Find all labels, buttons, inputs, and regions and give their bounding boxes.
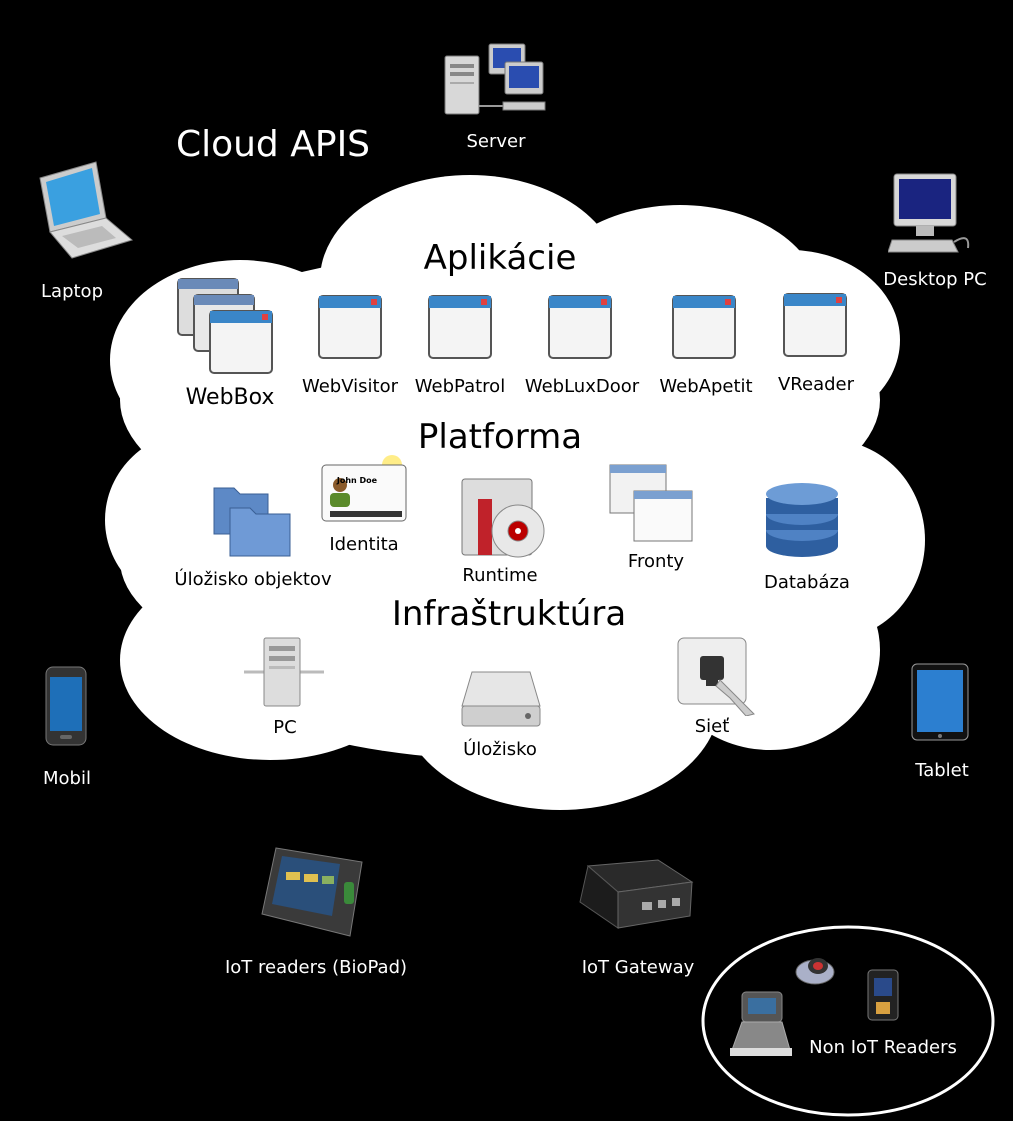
- server-label: Server: [466, 131, 526, 152]
- iot-readers-label: IoT readers (BioPad): [224, 957, 408, 978]
- server-icon: [444, 43, 546, 115]
- identity-card-name: John Doe: [336, 476, 378, 485]
- vreader-icon: [783, 293, 847, 357]
- laptop-icon: [39, 161, 134, 259]
- app-vreader: VReader: [777, 374, 855, 395]
- app-webluxdoor: WebLuxDoor: [524, 376, 640, 397]
- mobile-label: Mobil: [43, 768, 91, 789]
- tablet-icon: [911, 663, 969, 741]
- iot-gateway-label: IoT Gateway: [581, 957, 695, 978]
- fingerprint-scanner-icon: [795, 958, 835, 985]
- platform-database: Databáza: [764, 572, 850, 593]
- biopad-reader-icon: [261, 847, 363, 937]
- webluxdoor-icon: [548, 295, 612, 359]
- non-iot-readers-label: Non IoT Readers: [809, 1037, 957, 1058]
- tablet-label: Tablet: [915, 760, 969, 781]
- platform-queues: Fronty: [627, 551, 685, 572]
- webpatrol-icon: [428, 295, 492, 359]
- page-title: Cloud APIS: [175, 124, 371, 165]
- infra-network: Sieť: [694, 716, 730, 737]
- folder-icon: [213, 487, 291, 557]
- hard-drive-icon: [461, 671, 541, 727]
- identity-card-icon: [321, 455, 407, 522]
- webbox-icon: [177, 278, 273, 374]
- non-iot-readers-group: [701, 925, 995, 1117]
- section-infrastructure: Infraštruktúra: [391, 594, 627, 634]
- database-icon: [766, 483, 838, 557]
- desktop-pc-label: Desktop PC: [883, 269, 987, 290]
- webapetit-icon: [672, 295, 736, 359]
- platform-object-storage: Úložisko objektov: [174, 569, 332, 590]
- runtime-icon: [461, 478, 545, 558]
- app-webbox: WebBox: [185, 385, 275, 410]
- desktop-pc-icon: [888, 173, 970, 253]
- app-webvisitor: WebVisitor: [301, 376, 399, 397]
- webvisitor-icon: [318, 295, 382, 359]
- section-applications: Aplikácie: [423, 238, 577, 278]
- app-webpatrol: WebPatrol: [414, 376, 506, 397]
- infra-pc: PC: [273, 717, 297, 738]
- hand-reader-icon: [730, 991, 792, 1056]
- iot-gateway-icon: [579, 859, 694, 929]
- app-webapetit: WebApetit: [659, 376, 753, 397]
- infra-storage: Úložisko: [463, 739, 537, 760]
- network-port-icon: [677, 637, 755, 716]
- mobile-icon: [45, 666, 87, 746]
- platform-runtime: Runtime: [462, 565, 538, 586]
- section-platform: Platforma: [417, 417, 583, 457]
- card-reader-icon: [867, 969, 899, 1021]
- laptop-label: Laptop: [41, 281, 103, 302]
- pc-tower-icon: [244, 637, 324, 707]
- platform-identity: Identita: [329, 534, 399, 555]
- queues-icon: [609, 464, 693, 542]
